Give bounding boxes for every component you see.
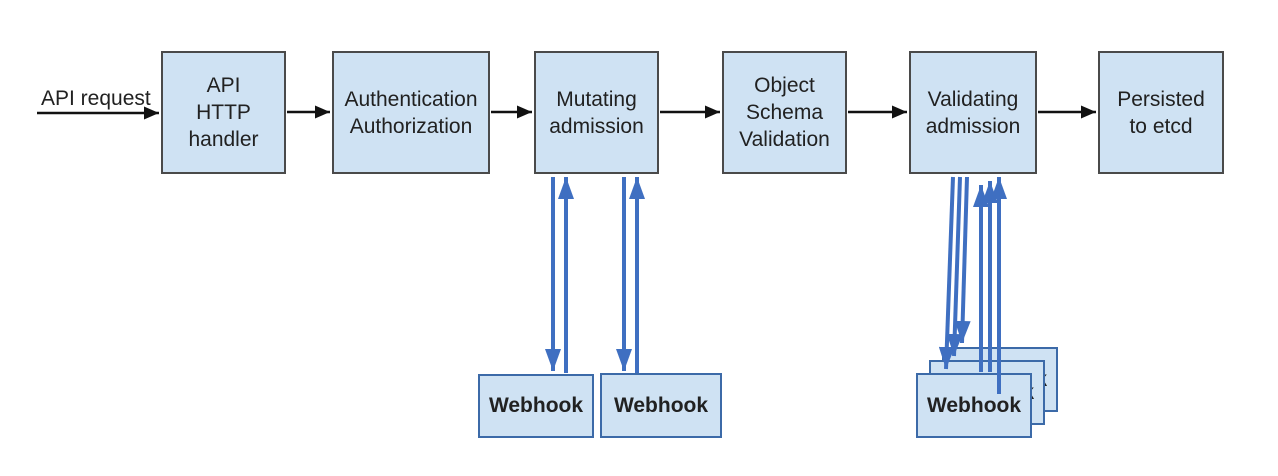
node-persisted-to-etcd-label: Persisted to etcd (1117, 87, 1205, 138)
mutating-webhook-box-1-label: Webhook (488, 394, 584, 417)
validating-webhook-down-arrow-2 (946, 176, 963, 357)
mutating-webhook-box-2: Webhook (600, 373, 722, 438)
node-authentication-authorization-label: Authentication Authorization (344, 87, 478, 138)
node-api-http-handler: API HTTP handler (161, 51, 286, 174)
node-validating-admission-label: Validating admission (925, 87, 1021, 138)
mutating-webhook-box-1: Webhook (478, 374, 594, 438)
node-object-schema-validation-label: Object Schema Validation (739, 74, 830, 151)
validating-webhook-down-arrow-1 (938, 176, 955, 370)
node-mutating-admission-label: Mutating admission (549, 87, 644, 138)
node-validating-admission: Validating admission (909, 51, 1037, 174)
node-object-schema-validation: Object Schema Validation (722, 51, 847, 174)
validating-webhook-box-front: Webhook (916, 373, 1032, 438)
node-persisted-to-etcd: Persisted to etcd (1098, 51, 1224, 174)
validating-webhook-box-front-label: Webhook (926, 393, 1022, 417)
node-api-http-handler-label: API HTTP handler (188, 74, 259, 151)
node-mutating-admission: Mutating admission (534, 51, 659, 174)
validating-webhook-down-arrow-3 (954, 176, 971, 344)
api-request-label: API request (41, 87, 151, 110)
node-authentication-authorization: Authentication Authorization (332, 51, 490, 174)
mutating-webhook-box-2-label: Webhook (613, 393, 709, 417)
